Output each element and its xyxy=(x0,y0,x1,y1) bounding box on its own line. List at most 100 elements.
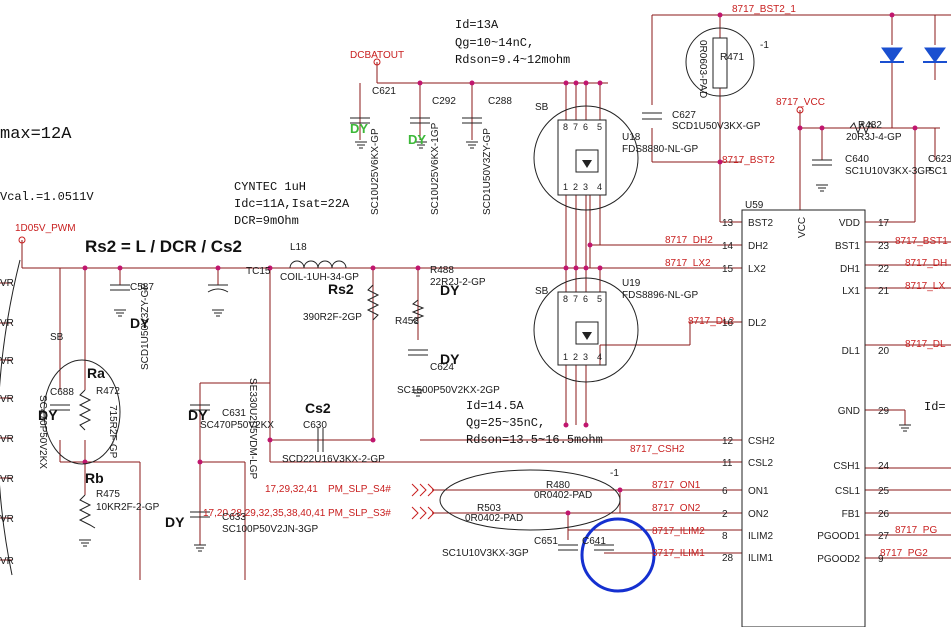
ref-c640-value: SC1U10V3KX-3GP xyxy=(845,166,932,177)
ref-c630-value: SCD22U16V3KX-2-GP xyxy=(282,454,385,465)
ref-tc15: TC15 xyxy=(246,266,271,277)
dy-c624: DY xyxy=(440,351,460,367)
chip-pin-csh2: CSH2 xyxy=(748,436,775,447)
spec-rdson: Rdson=9.4~12mohm xyxy=(455,53,570,67)
fet-u18-pin-3: 3 xyxy=(583,182,588,192)
ref-c288: C288 xyxy=(488,96,512,107)
chip-pin-num-dl2: 16 xyxy=(722,318,734,329)
mosfet-u19-symbol xyxy=(533,277,639,383)
ref-c624: C624 xyxy=(430,362,454,373)
ref-u18: U18 xyxy=(622,132,641,143)
spec2-rdson: Rdson=13.5~16.5mohm xyxy=(466,433,603,447)
capacitor-c651-symbol xyxy=(558,544,578,551)
chip-pin-num-bst1: 23 xyxy=(878,241,890,252)
ref-r475-value: 10KR2F-2-GP xyxy=(96,502,160,513)
ref-c631-value: SC470P50V2KX xyxy=(200,420,274,431)
ref-r453-value: 390R2F-2GP xyxy=(303,312,362,323)
dy-r488: DY xyxy=(440,282,460,298)
chip-pin-num-csl2: 11 xyxy=(722,458,733,469)
dy-c292: DY xyxy=(408,132,426,147)
ref-c633: C633 xyxy=(222,512,246,523)
ref-r472: R472 xyxy=(96,386,120,397)
chip-pin-num-dh1: 22 xyxy=(878,264,890,275)
fet-u18-pin-7: 7 xyxy=(573,122,578,132)
ref-c641: C641 xyxy=(582,536,606,547)
inductor-maker: CYNTEC 1uH xyxy=(234,180,306,194)
chip-pin-gnd: GND xyxy=(838,406,860,417)
text-layer: Id=13A Qg=10~14nC, Rdson=9.4~12mohm Id=1… xyxy=(0,4,951,567)
net-csh2: 8717_CSH2 xyxy=(630,444,685,455)
ref-tc15-value: SE330U2D5VDM-LGP xyxy=(247,378,258,479)
fet-u19-pin-3: 3 xyxy=(583,352,588,362)
ref-r472-value: 715R2F-GP xyxy=(107,405,118,459)
dy-c688: DY xyxy=(38,407,58,423)
chip-pin-pgood2: PGOOD2 xyxy=(817,554,860,565)
chip-pin-num-vdd: 17 xyxy=(878,218,890,229)
ref-c633-value: SC100P50V2JN-3GP xyxy=(222,524,318,535)
net-pg1: 8717_PG xyxy=(895,525,937,536)
ref-c640: C640 xyxy=(845,154,869,165)
annotation-ellipse-on xyxy=(439,469,621,531)
chip-pin-vdd: VDD xyxy=(839,218,860,229)
resistor-r453-symbol xyxy=(366,284,380,321)
capacitor-tc15-symbol xyxy=(207,284,229,293)
pm-s3-arrows xyxy=(411,506,435,520)
vr-fragment-1: VR xyxy=(0,278,14,289)
net-dl2: 8717_DL2 xyxy=(688,316,735,327)
ref-r471: R471 xyxy=(720,52,744,63)
capacitor-c624-symbol xyxy=(408,349,428,356)
ref-r503: R503 xyxy=(477,503,501,514)
net-dh2: 8717_DH2 xyxy=(665,235,713,246)
chip-pin-csh1: CSH1 xyxy=(833,461,860,472)
chip-pin-num-pgood1: 27 xyxy=(878,531,890,542)
rs2-formula: Rs2 = L / DCR / Cs2 xyxy=(85,237,242,256)
net-dcbatout: DCBATOUT xyxy=(350,50,404,61)
fet-u18-pin-1: 1 xyxy=(563,182,568,192)
capacitor-c631-symbol xyxy=(190,404,210,411)
net-dh1: 8717_DH xyxy=(905,258,947,269)
mosfet-u18-symbol xyxy=(533,105,639,211)
minus1-label: -1 xyxy=(760,40,769,51)
ground-symbols xyxy=(79,141,911,552)
net-lx1: 8717_LX xyxy=(905,281,945,292)
chip-pin-ilim1: ILIM1 xyxy=(748,553,773,564)
annotation-circle-c641 xyxy=(580,517,656,593)
ref-c623: C623 xyxy=(928,154,951,165)
chip-pin-num-fb1: 26 xyxy=(878,509,890,520)
ref-c623-value: SC1 xyxy=(928,166,948,177)
sb-label-1: SB xyxy=(535,102,549,113)
fet-u18-pin-4: 4 xyxy=(597,182,602,192)
diode-top-right-symbol xyxy=(923,47,947,63)
ref-c587-value: SCD1U50V3ZY-GP xyxy=(140,283,151,370)
capacitor-c292-symbol xyxy=(410,117,430,124)
sb-label-2: SB xyxy=(535,286,549,297)
ref-c621-value: SC10U25V6KX-GP xyxy=(370,128,381,215)
ref-r482: R482 xyxy=(858,120,882,131)
rb-label: Rb xyxy=(85,470,104,486)
chip-pin-num-csh2: 12 xyxy=(722,436,734,447)
chip-pin-num-ilim1: 28 xyxy=(722,553,734,564)
net-vcc: 8717_VCC xyxy=(776,97,825,108)
net-pm-s3-refs: 17,20,28,29,32,35,38,40,41 xyxy=(203,508,326,519)
cs2-label: Cs2 xyxy=(305,400,331,416)
ref-r480-value: 0R0402-PAD xyxy=(534,490,592,501)
chip-pin-fb1: FB1 xyxy=(842,509,861,520)
net-pm-s4: PM_SLP_S4# xyxy=(328,484,391,495)
resistor-r475-symbol xyxy=(78,494,96,529)
capacitor-c630-symbol xyxy=(317,428,324,452)
resistor-r482-symbol xyxy=(849,121,875,135)
ref-r482-value: 20R3J-4-GP xyxy=(846,132,902,143)
net-on1: 8717_ON1 xyxy=(652,480,701,491)
net-ilim1: 8717_ILIM1 xyxy=(652,548,705,559)
resistor-r471-symbol xyxy=(712,37,728,89)
net-on2: 8717_ON2 xyxy=(652,503,701,514)
vr-fragment-3: VR xyxy=(0,356,14,367)
chip-vcc-label: VCC xyxy=(797,217,808,238)
capacitor-c587-symbol xyxy=(110,284,130,291)
ref-r503-value: 0R0402-PAD xyxy=(465,513,523,524)
chip-pin-num-dl1: 20 xyxy=(878,346,890,357)
net-bst2: 8717_BST2 xyxy=(722,155,775,166)
